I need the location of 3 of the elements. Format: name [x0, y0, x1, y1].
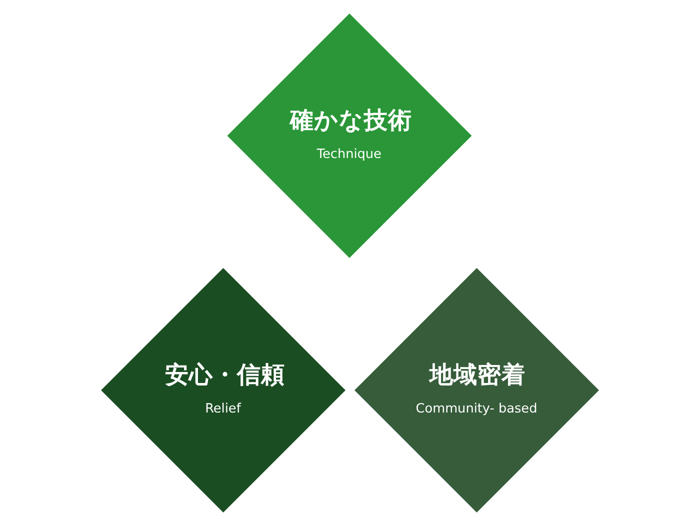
node-diamond: 安心・信頼 Relief: [100, 266, 348, 514]
node-diamond: 地域密着 Community- based: [352, 266, 600, 514]
node-diamond: 確かな技術 Technique: [226, 12, 474, 260]
